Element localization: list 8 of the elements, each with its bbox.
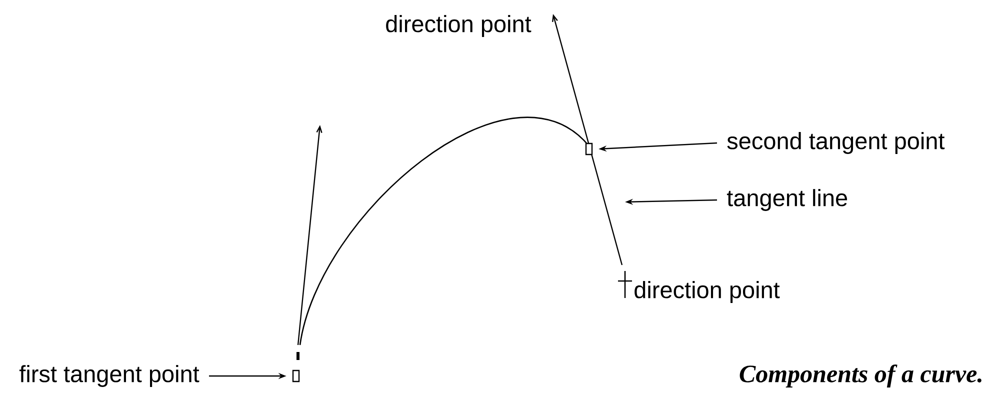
tangent-point-handle [585,142,593,156]
callout-text: first tangent point [19,365,200,387]
direction-point-label: direction point [386,15,532,37]
tangent-point-handle [292,370,300,382]
callout-text: second tangent point [727,132,945,154]
direction-point-label: direction point [634,281,780,303]
callout-text: tangent line [726,189,848,211]
caption: Components of a curve. [740,364,982,388]
